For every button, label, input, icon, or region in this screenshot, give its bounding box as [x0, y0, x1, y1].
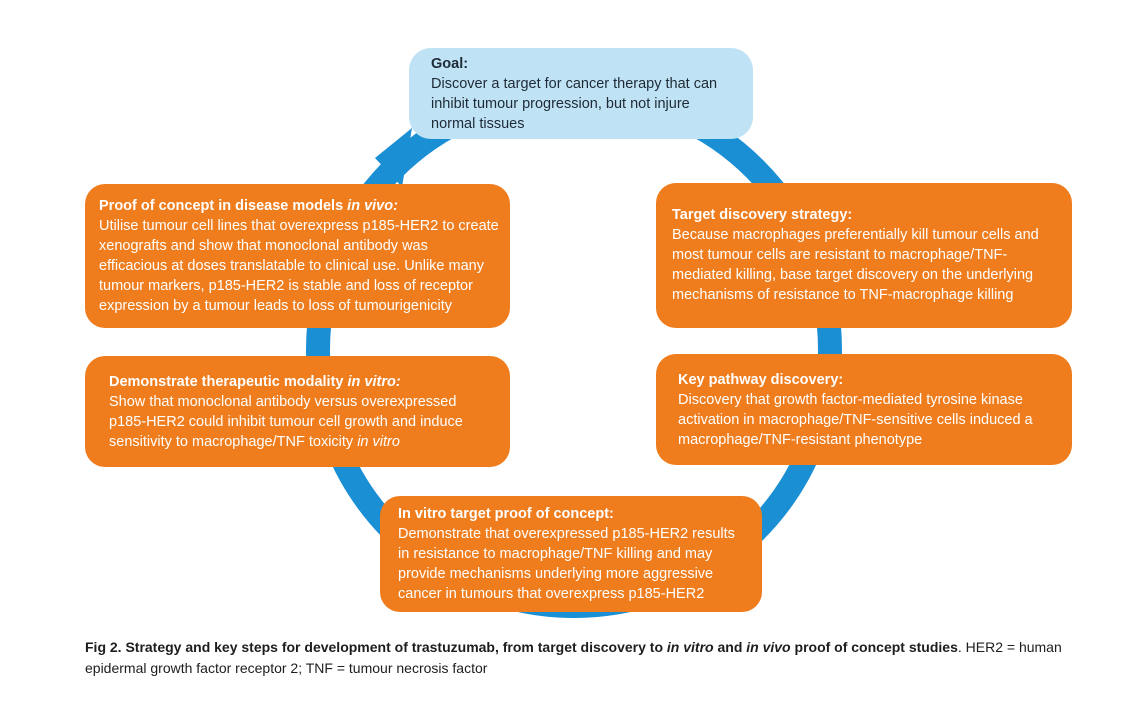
caption-regular: . HER2 = human epidermal growth factor r…: [85, 639, 1062, 676]
therapeutic-modality-body-text: Show that monoclonal antibody versus ove…: [109, 394, 463, 450]
therapeutic-modality-heading: Demonstrate therapeutic modality in vitr…: [109, 372, 496, 392]
key-pathway-box: Key pathway discovery: Discovery that gr…: [656, 354, 1072, 465]
caption-bold-2: and: [713, 639, 747, 655]
goal-box: Goal: Discover a target for cancer thera…: [409, 48, 753, 139]
proof-in-vivo-body: Utilise tumour cell lines that overexpre…: [99, 218, 499, 314]
caption-bold-3: proof of concept studies: [790, 639, 958, 655]
caption-italic-2: in vivo: [746, 639, 791, 655]
target-discovery-box: Target discovery strategy: Because macro…: [656, 183, 1072, 328]
therapeutic-modality-heading-text: Demonstrate therapeutic modality: [109, 374, 348, 390]
target-discovery-heading: Target discovery strategy:: [672, 207, 853, 223]
goal-heading: Goal:: [431, 56, 469, 72]
figure-caption: Fig 2. Strategy and key steps for develo…: [85, 637, 1075, 679]
goal-body: Discover a target for cancer therapy tha…: [431, 76, 718, 132]
therapeutic-modality-body-italic: in vitro: [357, 434, 400, 450]
proof-in-vivo-heading-text: Proof of concept in disease models: [99, 198, 348, 214]
cycle-arrowhead: [375, 128, 412, 187]
key-pathway-body: Discovery that growth factor-mediated ty…: [678, 392, 1033, 448]
proof-in-vivo-heading-italic: in vivo:: [347, 198, 398, 214]
in-vitro-target-body: Demonstrate that overexpressed p185-HER2…: [398, 526, 735, 602]
in-vitro-target-heading: In vitro target proof of concept:: [398, 506, 614, 522]
therapeutic-modality-body: Show that monoclonal antibody versus ove…: [109, 394, 463, 450]
key-pathway-heading: Key pathway discovery:: [678, 372, 844, 388]
caption-bold-1: Fig 2. Strategy and key steps for develo…: [85, 639, 667, 655]
in-vitro-target-box: In vitro target proof of concept: Demons…: [380, 496, 762, 612]
target-discovery-body: Because macrophages preferentially kill …: [672, 227, 1039, 303]
caption-italic-1: in vitro: [666, 639, 714, 655]
therapeutic-modality-heading-italic: in vitro:: [347, 374, 401, 390]
therapeutic-modality-box: Demonstrate therapeutic modality in vitr…: [85, 356, 510, 467]
proof-in-vivo-box: Proof of concept in disease models in vi…: [85, 184, 510, 328]
proof-in-vivo-heading: Proof of concept in disease models in vi…: [99, 196, 500, 216]
